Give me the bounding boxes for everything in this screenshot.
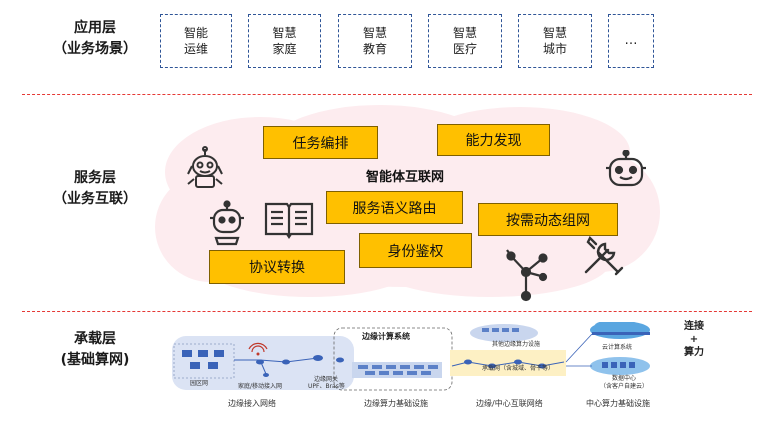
scenario-smart-home: 智慧 家庭	[248, 14, 321, 68]
edge-compute-infra-label: 边缘算力基础设施	[364, 399, 428, 408]
network-diagram	[172, 322, 650, 391]
scenario-line2: 教育	[362, 42, 387, 56]
molecule-network-icon	[506, 249, 548, 302]
scenario-line2: 运维	[183, 42, 208, 56]
label-upf-bras: UPF、Bras等	[308, 383, 345, 390]
label-bearer-network: 承载网（含城域、骨干等）	[482, 365, 555, 372]
agent-internet-title: 智能体互联网	[366, 170, 445, 185]
tools-icon	[584, 235, 624, 276]
connection-plus-compute-legend: 连接 + 算力	[676, 320, 712, 359]
service-layer-label: 服务层 （业务互联）	[40, 168, 150, 210]
edge-access-network-label: 边缘接入网络	[228, 399, 276, 408]
capability-dynamic-networking: 按需动态组网	[478, 203, 618, 236]
separator-bottom	[22, 311, 752, 312]
label-home-mobile-access: 家庭/移动接入网	[238, 383, 283, 390]
separator-top	[22, 94, 752, 95]
edge-compute-system-title: 边缘计算系统	[362, 332, 410, 341]
base-layer-sub: (基础算网)	[60, 352, 130, 368]
label-edge-gateway: 边缘网关	[314, 376, 339, 383]
scenario-smart-ops: 智能 运维	[160, 14, 232, 68]
label-cloud-compute-system: 云计算系统	[602, 344, 633, 351]
edge-center-interconnect-label: 边缘/中心互联网络	[476, 399, 543, 408]
legend-compute: 算力	[684, 347, 704, 358]
application-layer-label: 应用层 （业务场景）	[40, 18, 150, 60]
center-compute-infra-label: 中心算力基础设施	[586, 399, 650, 408]
service-layer-sub: （业务互联）	[53, 191, 137, 207]
base-layer-label: 承载层 (基础算网)	[40, 329, 150, 371]
label-campus-network: 园区网	[190, 380, 209, 387]
label-data-center-sub: （含客户自建云）	[600, 383, 649, 390]
scenario-line2: 家庭	[272, 42, 297, 56]
capability-protocol-conversion: 协议转换	[209, 250, 345, 284]
scenario-more: …	[608, 14, 654, 68]
scenario-line2: 城市	[542, 42, 567, 56]
capability-task-orchestration: 任务编排	[263, 126, 378, 159]
scenario-line2: 医疗	[452, 42, 477, 56]
capability-semantic-routing: 服务语义路由	[326, 191, 463, 224]
robot-head-icon	[210, 200, 244, 246]
application-layer-sub: （业务场景）	[53, 41, 137, 57]
scenario-smart-education: 智慧 教育	[338, 14, 412, 68]
scenario-line1: 智慧	[452, 26, 477, 40]
scenario-smart-medical: 智慧 医疗	[428, 14, 502, 68]
book-icon	[264, 202, 314, 239]
scenario-line1: 智能	[183, 26, 208, 40]
scenario-line1: 智慧	[542, 26, 567, 40]
label-other-edge-compute: 其他边缘算力设施	[492, 341, 541, 348]
scenario-ellipsis: …	[624, 33, 638, 48]
robot-icon	[187, 146, 223, 188]
legend-plus: +	[689, 334, 699, 345]
capability-identity-auth: 身份鉴权	[359, 233, 472, 268]
capability-discovery: 能力发现	[437, 124, 550, 156]
scenario-smart-city: 智慧 城市	[518, 14, 592, 68]
scenario-line1: 智慧	[362, 26, 387, 40]
label-data-center: 数据中心	[612, 375, 637, 382]
scenario-line1: 智慧	[272, 26, 297, 40]
bot-face-icon	[606, 150, 646, 187]
service-layer-name: 服务层	[74, 170, 116, 186]
application-layer-name: 应用层	[74, 20, 116, 36]
base-layer-name: 承载层	[74, 331, 116, 347]
legend-connection: 连接	[684, 321, 704, 332]
